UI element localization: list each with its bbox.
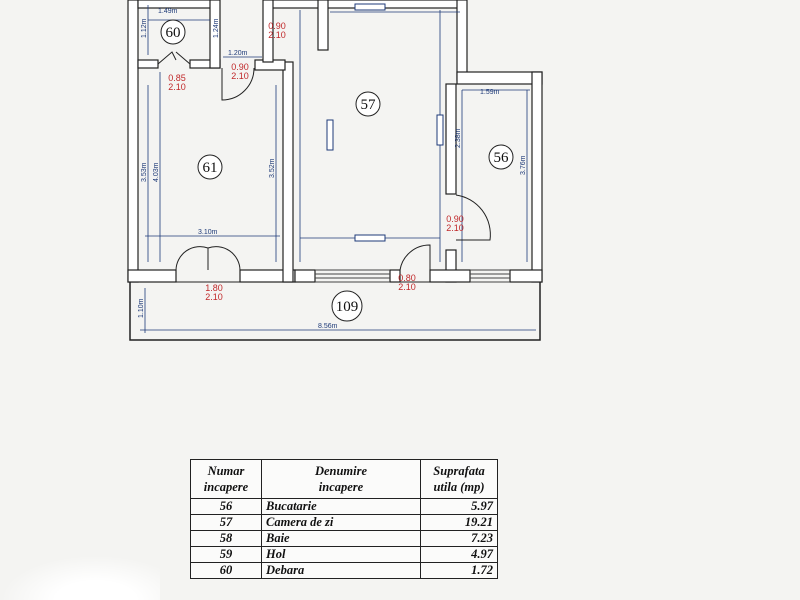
table-row: 60 Debara 1.72 bbox=[190, 562, 498, 579]
dim-label: 3.10m bbox=[198, 229, 218, 236]
dim-label: 1.49m bbox=[158, 8, 178, 15]
cell-room-area: 19.21 bbox=[420, 514, 498, 531]
room-marker-109 bbox=[331, 290, 363, 322]
floor-plan: 60 61 57 56 109 1.49m 1.12m 1.24m 1.20m … bbox=[127, 0, 543, 341]
windows bbox=[315, 269, 510, 283]
room-number-56: 56 bbox=[494, 150, 510, 166]
door-height-label: 2.10 bbox=[231, 71, 249, 81]
cell-room-area: 4.97 bbox=[420, 546, 498, 563]
door-width-label: 0.85 bbox=[168, 73, 186, 83]
cell-room-number: 59 bbox=[190, 546, 262, 563]
room-number-57: 57 bbox=[361, 97, 377, 113]
door-width-label: 0.90 bbox=[446, 214, 464, 224]
door-width-label: 0.90 bbox=[268, 21, 286, 31]
table-row: 56 Bucatarie 5.97 bbox=[190, 498, 498, 515]
balcony-outline bbox=[129, 282, 541, 341]
dim-label: 3.52m bbox=[269, 158, 276, 178]
dim-label: 1.12m bbox=[141, 18, 148, 38]
cell-room-name: Hol bbox=[261, 546, 421, 563]
table-row: 59 Hol 4.97 bbox=[190, 546, 498, 563]
cell-room-name: Baie bbox=[261, 530, 421, 547]
cell-room-area: 5.97 bbox=[420, 498, 498, 515]
cell-room-name: Camera de zi bbox=[261, 514, 421, 531]
cell-room-number: 58 bbox=[190, 530, 262, 547]
cell-room-number: 57 bbox=[190, 514, 262, 531]
cell-room-number: 56 bbox=[190, 498, 262, 515]
door-width-label: 1.80 bbox=[205, 283, 223, 293]
room-number-109: 109 bbox=[336, 299, 359, 315]
cell-room-area: 7.23 bbox=[420, 530, 498, 547]
room-marker-56 bbox=[488, 144, 514, 170]
door-width-label: 0.80 bbox=[398, 273, 416, 283]
dim-label: 1.10m bbox=[138, 298, 145, 318]
table-row: 58 Baie 7.23 bbox=[190, 530, 498, 547]
photo-glare bbox=[0, 555, 160, 600]
room-marker-57 bbox=[355, 91, 381, 117]
cell-room-number: 60 bbox=[190, 562, 262, 579]
dim-label: 3.53m bbox=[141, 162, 148, 182]
door-width-label: 0.90 bbox=[231, 62, 249, 72]
room-marker-60 bbox=[160, 19, 186, 45]
door-height-label: 2.10 bbox=[268, 30, 286, 40]
dim-label: 4.03m bbox=[153, 162, 160, 182]
dim-label: 3.76m bbox=[520, 155, 527, 175]
cell-room-area: 1.72 bbox=[420, 562, 498, 579]
table-row: 57 Camera de zi 19.21 bbox=[190, 514, 498, 531]
door-height-label: 2.10 bbox=[205, 292, 223, 302]
dim-label: 1.20m bbox=[228, 50, 248, 57]
door-height-label: 2.10 bbox=[398, 282, 416, 292]
door-height-label: 2.10 bbox=[168, 82, 186, 92]
room-number-60: 60 bbox=[166, 25, 181, 41]
cell-room-name: Bucatarie bbox=[261, 498, 421, 515]
dim-label: 2.38m bbox=[455, 128, 462, 148]
door-swings bbox=[157, 51, 491, 271]
room-markers bbox=[160, 19, 514, 322]
room-number-61: 61 bbox=[203, 160, 218, 176]
cell-room-name: Debara bbox=[261, 562, 421, 579]
door-height-label: 2.10 bbox=[446, 223, 464, 233]
dim-label: 8.56m bbox=[318, 323, 338, 330]
dim-label: 1.24m bbox=[213, 18, 220, 38]
radiators bbox=[326, 3, 444, 242]
dim-label: 1.59m bbox=[480, 89, 500, 96]
room-marker-61 bbox=[197, 154, 223, 180]
